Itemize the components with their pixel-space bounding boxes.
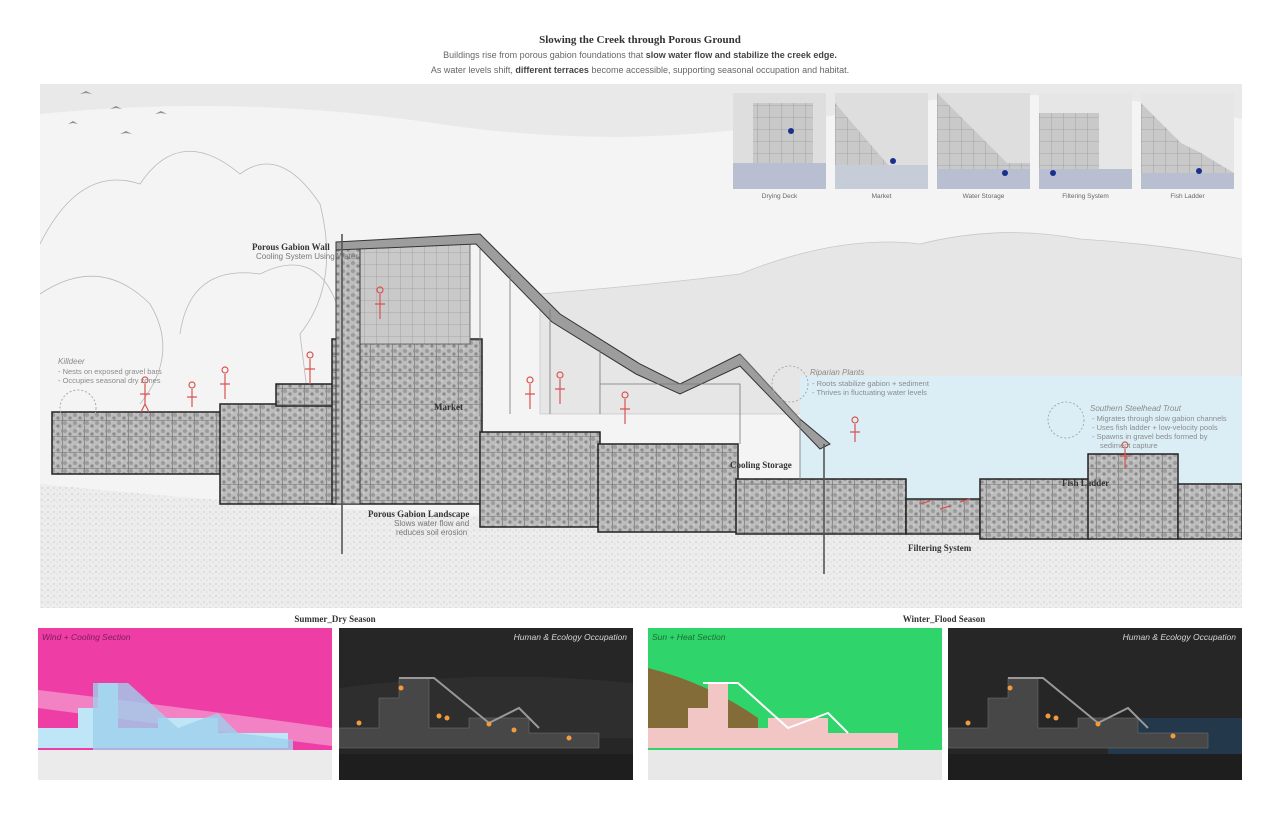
fish-ladder-label: Fish Ladder [1062,478,1110,488]
summer-occupation-panel: Human & Ecology Occupation [339,628,633,780]
people-figures [140,286,1130,510]
killdeer-marker [59,389,97,427]
winter-season-title: Winter_Flood Season [902,614,986,624]
poles [341,234,825,574]
panel-label: Wind + Cooling Section [42,632,131,642]
subtitle-text: become accessible, supporting seasonal o… [588,65,850,75]
thumb-filtering-system [1039,93,1132,189]
trout-note-4: sediment capture [1100,441,1158,450]
cooling-storage-label: Cooling Storage [730,460,792,470]
header: Slowing the Creek through Porous Ground … [0,34,1280,76]
gabion-mass [51,338,1242,540]
subtitle-emphasis: slow water flow and stabilize the creek … [645,50,837,60]
gabion-wall-label: Porous Gabion Wall [252,242,330,252]
subtitle-text: As water levels shift, [430,65,516,75]
killdeer-title: Killdeer [58,357,85,366]
porous-gabion-wall [335,243,471,505]
winter-occupation-panel: Human & Ecology Occupation [948,628,1242,780]
subtitle-text: Buildings rise from porous gabion founda… [443,50,646,60]
thumb-label: Filtering System [1062,193,1109,200]
thumb-label: Fish Ladder [1170,193,1205,200]
riparian-note-1: - Roots stabilize gabion + sediment [812,379,929,388]
panel-label: Human & Ecology Occupation [513,632,627,642]
thumb-drying-deck [733,93,826,189]
riparian-note-2: - Thrives in fluctuating water levels [812,388,927,397]
trout-note-3: - Spawns in gravel beds formed by [1092,432,1208,441]
gabion-landscape-sub-2: reduces soil erosion [396,528,468,537]
subtitle-line-2: As water levels shift, different terrace… [0,64,1280,76]
birds [68,91,167,134]
page-title: Slowing the Creek through Porous Ground [539,34,741,46]
ground-soil [40,484,1242,608]
panel-label: Human & Ecology Occupation [1122,632,1236,642]
thumb-label: Market [871,193,892,200]
thumb-water-storage [937,93,1030,189]
summer-season-title: Summer_Dry Season [294,614,376,624]
trout-note-2: - Uses fish ladder + low-velocity pools [1092,423,1218,432]
filtering-system-label: Filtering System [908,543,972,553]
program-thumbnails: Drying Deck Market Water Storage Filteri… [733,93,1237,205]
thumb-fish-ladder [1141,93,1234,189]
riparian-title: Riparian Plants [810,368,865,377]
thumb-label: Drying Deck [761,193,798,200]
market-label: Market [434,402,463,412]
trout-note-1: - Migrates through slow gabion channels [1092,414,1227,423]
gabion-wall-sub: Cooling System Using Water [256,252,358,261]
wind-cooling-panel: Wind + Cooling Section [38,628,332,780]
killdeer-note-1: - Nests on exposed gravel bars [58,367,162,376]
market-frame [479,249,801,485]
subtitle-emphasis: different terraces [515,65,589,75]
riparian-marker [771,365,809,403]
trout-marker [1047,401,1085,439]
thumb-label: Water Storage [962,193,1005,200]
panel-label: Sun + Heat Section [652,632,726,642]
trout-title: Southern Steelhead Trout [1090,404,1182,413]
roof [335,233,831,450]
sun-heat-panel: Sun + Heat Section [648,628,942,780]
gabion-landscape-sub-1: Slows water flow and [394,519,470,528]
killdeer-note-2: - Occupies seasonal dry zones [58,376,161,385]
thumb-market [835,93,928,189]
gabion-landscape-label: Porous Gabion Landscape [368,509,470,519]
subtitle-line-1: Buildings rise from porous gabion founda… [0,49,1280,61]
